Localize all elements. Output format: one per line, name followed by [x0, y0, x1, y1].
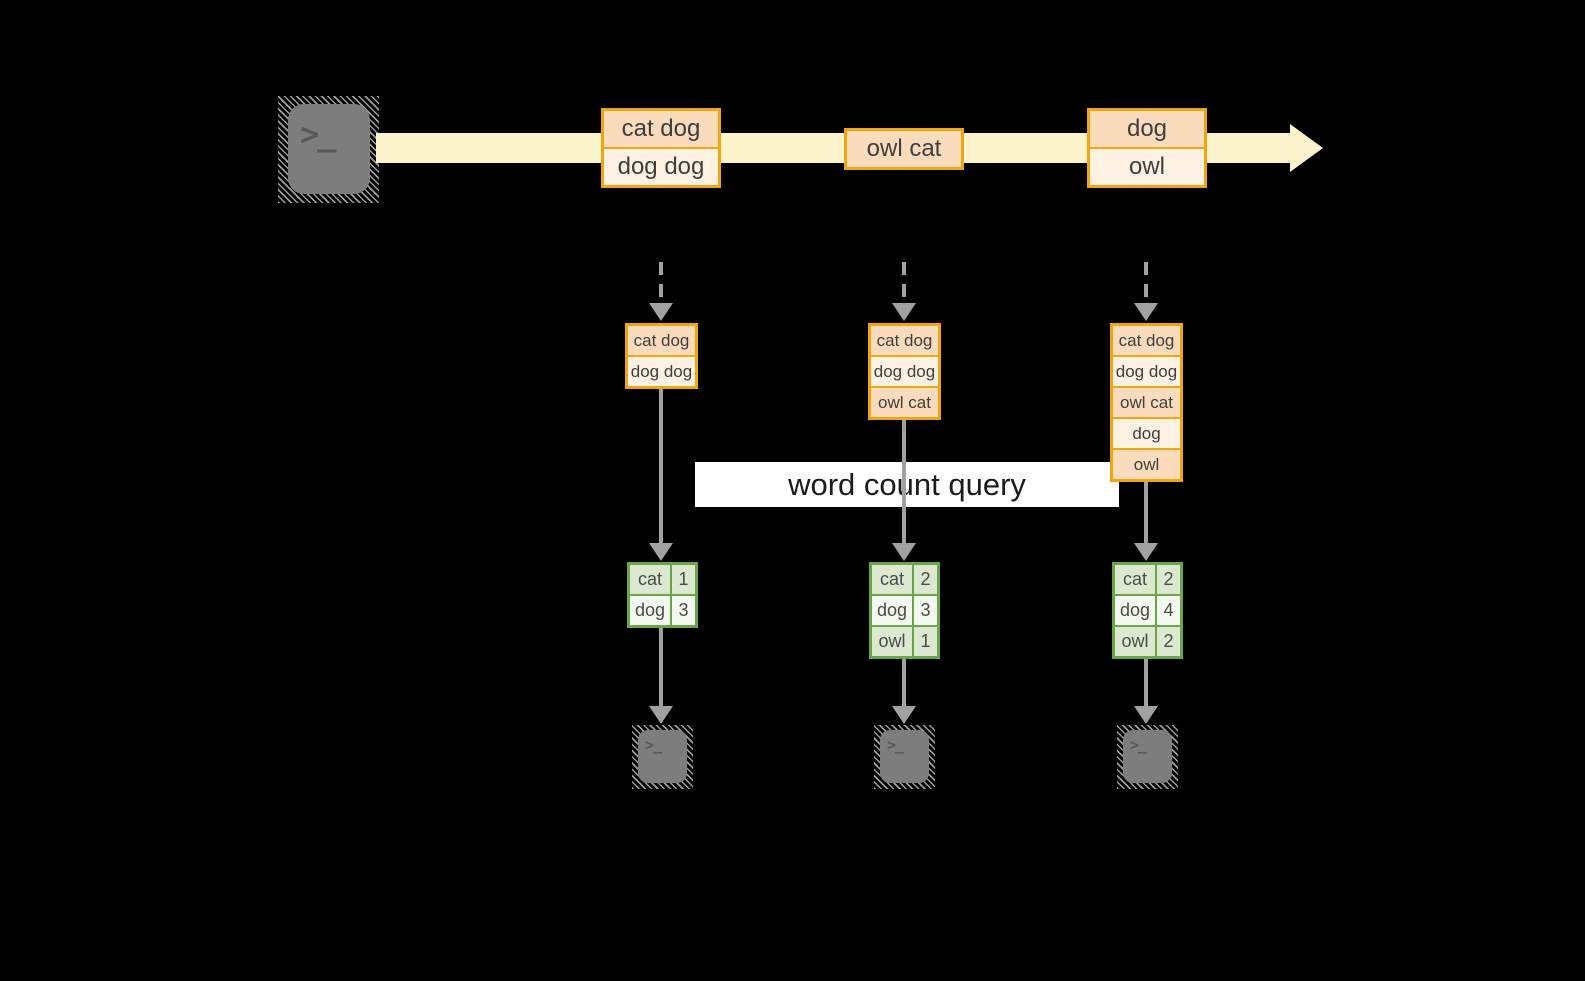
buffer-item: owl cat [1113, 388, 1180, 417]
query-arrow-line-2 [902, 420, 906, 543]
stream-batch-3: dog owl [1087, 108, 1207, 188]
count-value: 2 [1157, 627, 1180, 656]
count-value: 1 [672, 565, 695, 594]
sink-terminal-icon-2: >_ [874, 725, 935, 789]
batch-item: dog dog [604, 149, 718, 185]
batch-item: owl [1090, 149, 1204, 185]
query-label: word count query [695, 462, 1119, 507]
buffer-item: owl cat [871, 388, 938, 417]
stream-batch-2: owl cat [844, 128, 964, 170]
output-arrowhead-3 [1134, 706, 1158, 724]
buffer-item: cat dog [871, 326, 938, 355]
count-word: cat [630, 565, 670, 594]
ingest-arrow-line-3 [1144, 262, 1148, 304]
buffer-item: owl [1113, 450, 1180, 479]
output-arrowhead-2 [892, 706, 916, 724]
buffer-item: dog dog [871, 357, 938, 386]
output-arrowhead-1 [649, 706, 673, 724]
output-arrow-line-2 [902, 659, 906, 706]
query-arrow-line-3 [1144, 482, 1148, 543]
count-table-2: cat 2 dog 3 owl 1 [869, 562, 940, 659]
buffer-item: cat dog [1113, 326, 1180, 355]
ingest-arrowhead-1 [649, 303, 673, 321]
terminal-prompt-icon: >_ [300, 115, 337, 153]
ingest-arrow-line-2 [902, 262, 906, 304]
buffer-stack-1: cat dog dog dog [625, 323, 698, 389]
stream-batch-1: cat dog dog dog [601, 108, 721, 188]
terminal-prompt-icon: >_ [645, 736, 662, 754]
query-arrowhead-1 [649, 543, 673, 561]
count-word: cat [1115, 565, 1155, 594]
source-terminal-icon: >_ [278, 96, 379, 203]
buffer-item: cat dog [628, 326, 695, 355]
terminal-screen: >_ [638, 730, 687, 783]
batch-item: dog [1090, 111, 1204, 147]
sink-terminal-icon-1: >_ [632, 725, 693, 789]
count-value: 3 [672, 596, 695, 625]
count-value: 1 [914, 627, 937, 656]
terminal-screen: >_ [1123, 730, 1172, 783]
count-word: cat [872, 565, 912, 594]
output-arrow-line-1 [659, 628, 663, 706]
count-value: 4 [1157, 596, 1180, 625]
buffer-item: dog [1113, 419, 1180, 448]
count-word: owl [1115, 627, 1155, 656]
count-word: owl [872, 627, 912, 656]
query-arrowhead-2 [892, 543, 916, 561]
ingest-arrowhead-3 [1134, 303, 1158, 321]
buffer-stack-2: cat dog dog dog owl cat [868, 323, 941, 420]
query-arrowhead-3 [1134, 543, 1158, 561]
count-value: 3 [914, 596, 937, 625]
terminal-prompt-icon: >_ [1130, 736, 1147, 754]
count-value: 2 [1157, 565, 1180, 594]
count-table-3: cat 2 dog 4 owl 2 [1112, 562, 1183, 659]
terminal-screen: >_ [288, 104, 370, 194]
ingest-arrowhead-2 [892, 303, 916, 321]
sink-terminal-icon-3: >_ [1117, 725, 1178, 789]
query-arrow-line-1 [659, 389, 663, 543]
count-word: dog [630, 596, 670, 625]
terminal-prompt-icon: >_ [887, 736, 904, 754]
terminal-screen: >_ [880, 730, 929, 783]
buffer-stack-3: cat dog dog dog owl cat dog owl [1110, 323, 1183, 482]
batch-item: cat dog [604, 111, 718, 147]
buffer-item: dog dog [628, 357, 695, 386]
batch-item: owl cat [847, 131, 961, 167]
count-value: 2 [914, 565, 937, 594]
count-word: dog [872, 596, 912, 625]
output-arrow-line-3 [1144, 659, 1148, 706]
buffer-item: dog dog [1113, 357, 1180, 386]
count-word: dog [1115, 596, 1155, 625]
stream-arrowhead-icon [1290, 124, 1323, 172]
ingest-arrow-line-1 [659, 262, 663, 304]
count-table-1: cat 1 dog 3 [627, 562, 698, 628]
